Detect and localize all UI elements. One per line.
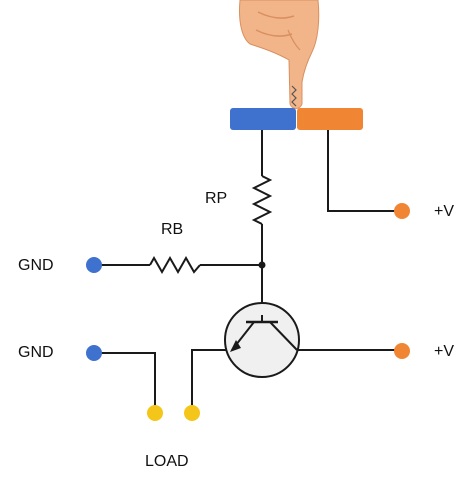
label-gnd-top: GND — [18, 257, 54, 274]
gnd-terminal-top — [86, 257, 102, 273]
junction-node — [258, 261, 266, 269]
load-terminal-right — [184, 405, 200, 421]
npn-transistor-icon — [224, 302, 300, 378]
load-terminal-left — [147, 405, 163, 421]
circuit-wires — [94, 130, 400, 410]
vplus-terminal-top — [394, 203, 410, 219]
touch-plate-orange — [297, 108, 363, 130]
vplus-terminal-bottom — [394, 343, 410, 359]
resistor-rb — [149, 255, 201, 275]
label-rp: RP — [205, 190, 227, 207]
label-vplus-top: +V — [434, 203, 454, 220]
label-vplus-bottom: +V — [434, 343, 454, 360]
touch-plate-blue — [230, 108, 296, 130]
gnd-terminal-bottom — [86, 345, 102, 361]
label-load: LOAD — [145, 453, 189, 470]
label-rb: RB — [161, 221, 183, 238]
finger-icon — [239, 0, 320, 109]
label-gnd-bottom: GND — [18, 344, 54, 361]
resistor-rp — [251, 175, 273, 225]
